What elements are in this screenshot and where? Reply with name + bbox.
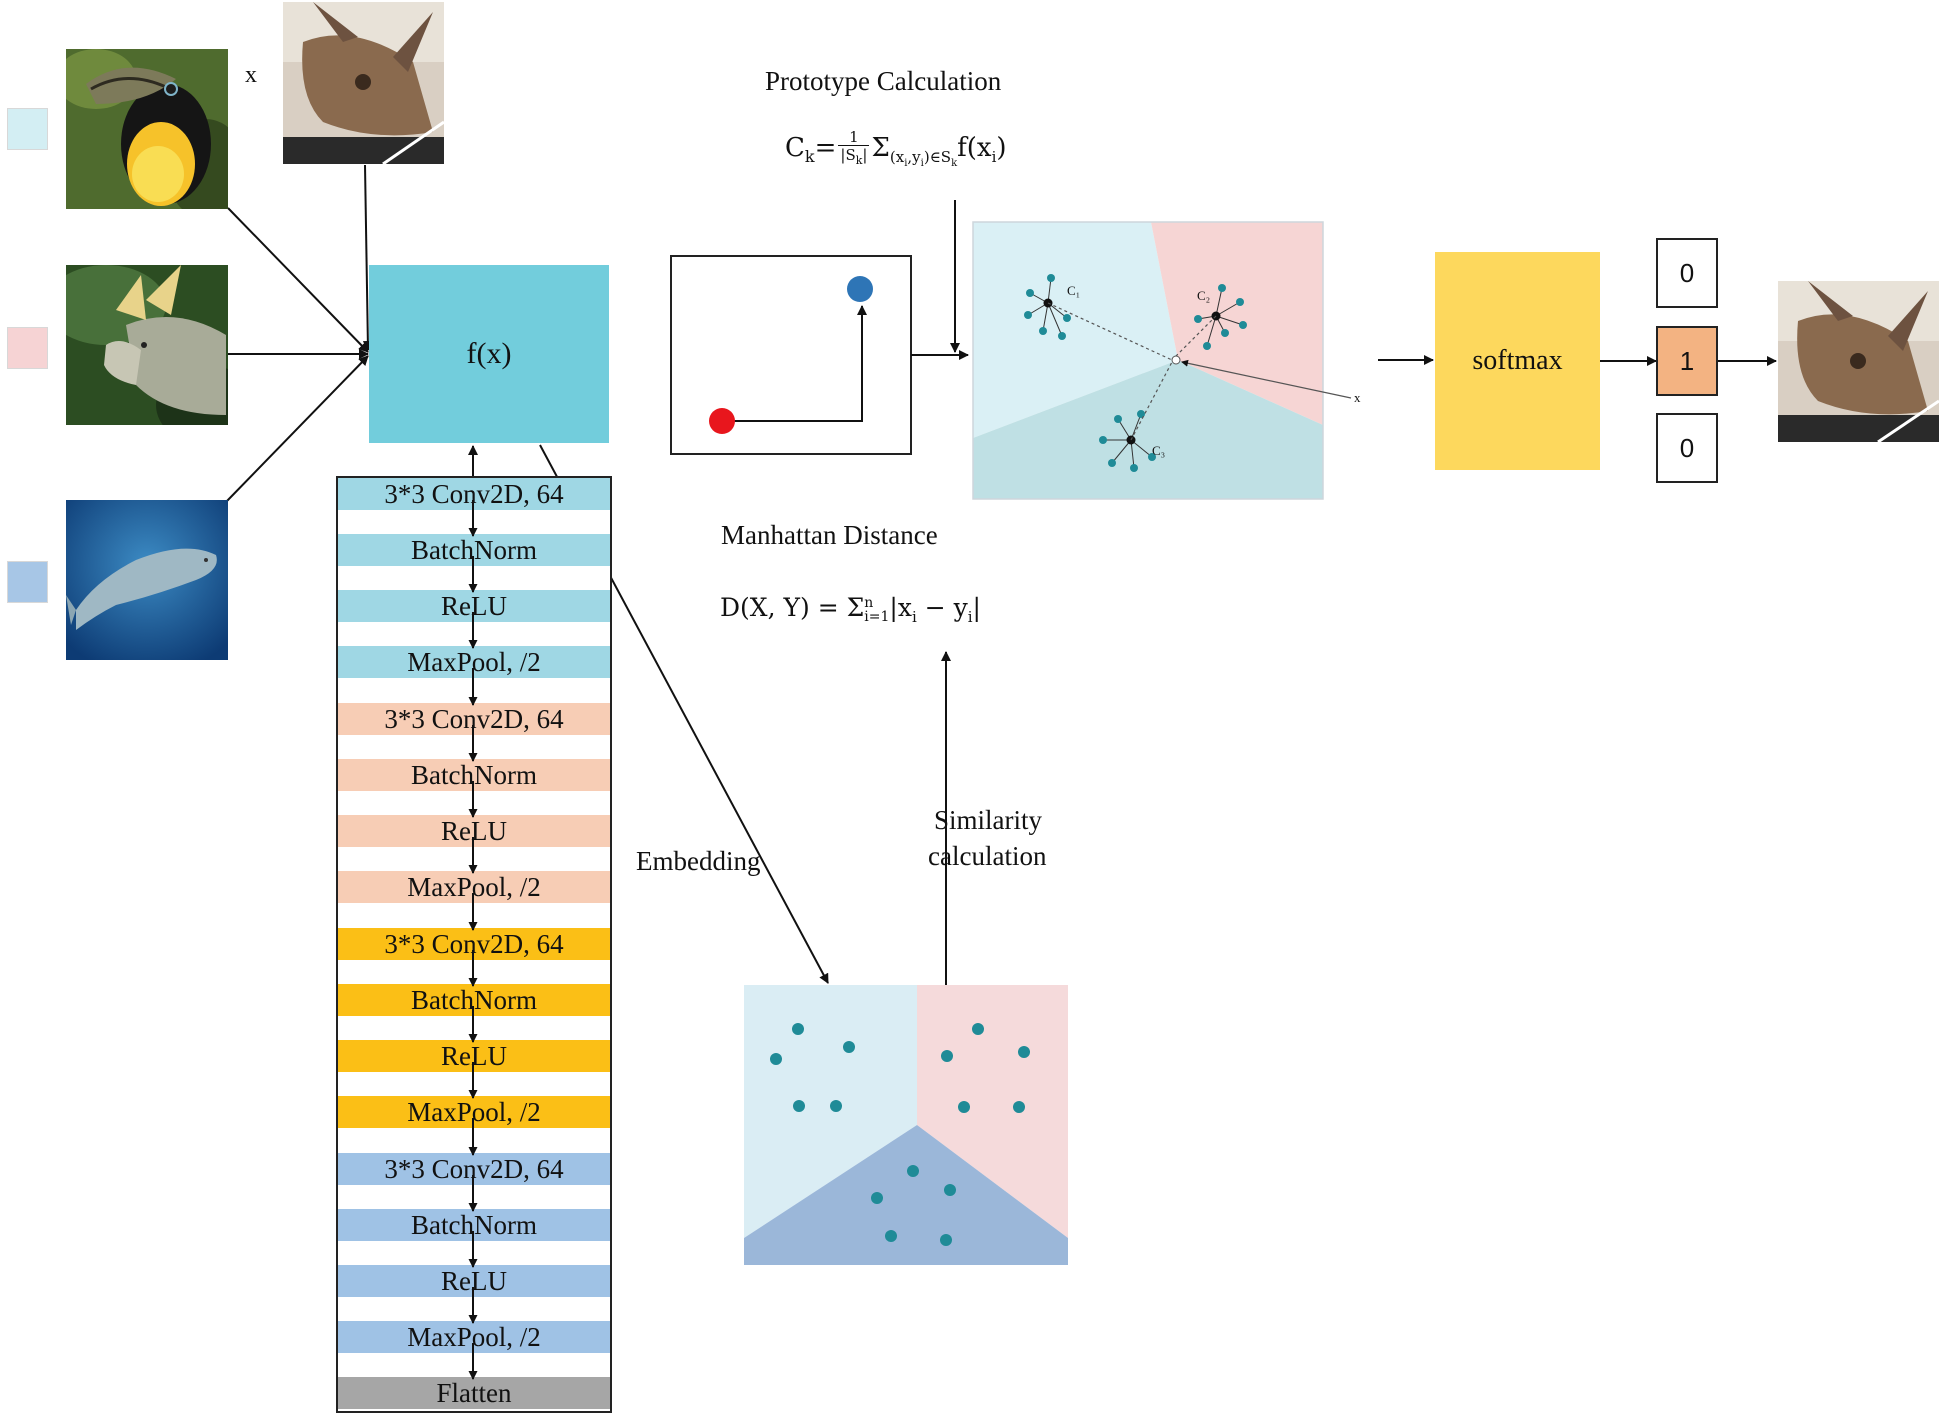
layer-11: ReLU bbox=[338, 1040, 610, 1072]
arrow-query-to-fx bbox=[362, 164, 373, 351]
cluster-3-point-5 bbox=[1130, 464, 1138, 472]
cluster-2-point-6 bbox=[1194, 315, 1202, 323]
layer-2: BatchNorm bbox=[338, 534, 610, 566]
embedding-point-10 bbox=[1013, 1101, 1025, 1113]
prototype-title: Prototype Calculation bbox=[765, 66, 1002, 96]
cluster-3-spoke-2 bbox=[1130, 413, 1142, 441]
layer-12: MaxPool, /2 bbox=[338, 1096, 610, 1128]
embedding-dots bbox=[770, 1023, 1030, 1246]
output-cell-1: 0 bbox=[1656, 238, 1718, 308]
manhattan-title: Manhattan Distance bbox=[721, 520, 938, 550]
cluster-3-point-6 bbox=[1148, 453, 1156, 461]
centroid-label-3: C₃ bbox=[1152, 443, 1166, 458]
embedding-label: Embedding bbox=[636, 846, 761, 876]
embedding-point-2 bbox=[770, 1053, 782, 1065]
embedding-point-12 bbox=[871, 1192, 883, 1204]
cluster-3-point-3 bbox=[1099, 436, 1107, 444]
arrow-support1-to-fx bbox=[227, 207, 369, 353]
cluster-2-point-4 bbox=[1221, 329, 1229, 337]
layer-1: 3*3 Conv2D, 64 bbox=[338, 478, 610, 510]
cluster-2-point-5 bbox=[1203, 342, 1211, 350]
output-image bbox=[1778, 281, 1939, 442]
arrow-support3-to-fx bbox=[225, 355, 369, 503]
centroid-label-2: C₂ bbox=[1197, 288, 1211, 303]
cluster-3-spoke-5 bbox=[1130, 439, 1135, 469]
embedding-point-1 bbox=[792, 1023, 804, 1035]
embedding-point-3 bbox=[843, 1041, 855, 1053]
cluster-1-point-3 bbox=[1024, 311, 1032, 319]
layer-17: Flatten bbox=[338, 1377, 610, 1409]
prototype-clusters bbox=[1024, 274, 1247, 472]
layer-9: 3*3 Conv2D, 64 bbox=[338, 928, 610, 960]
layer-13: 3*3 Conv2D, 64 bbox=[338, 1153, 610, 1185]
output-cell-3: 0 bbox=[1656, 413, 1718, 483]
layer-10: BatchNorm bbox=[338, 984, 610, 1016]
cluster-3-point-1 bbox=[1114, 415, 1122, 423]
triceratops-skull-image bbox=[283, 2, 444, 164]
embedding-point-11 bbox=[907, 1165, 919, 1177]
softmax-label: softmax bbox=[1472, 345, 1563, 376]
layer-4: MaxPool, /2 bbox=[338, 646, 610, 678]
support-swatch-1 bbox=[7, 108, 48, 150]
red-point bbox=[709, 408, 735, 434]
embedding-point-5 bbox=[830, 1100, 842, 1112]
centroid-label-1: C₁ bbox=[1067, 283, 1081, 298]
query-label: x bbox=[245, 62, 257, 88]
layer-6: BatchNorm bbox=[338, 759, 610, 791]
embedding-point-13 bbox=[944, 1184, 956, 1196]
embedding-point-7 bbox=[941, 1050, 953, 1062]
layer-8: MaxPool, /2 bbox=[338, 871, 610, 903]
embedding-point-15 bbox=[940, 1234, 952, 1246]
embedding-space-plot bbox=[744, 985, 1068, 1265]
blue-point bbox=[847, 276, 873, 302]
cluster-3-point-4 bbox=[1108, 459, 1116, 467]
similarity-label-line2: calculation bbox=[928, 841, 1047, 871]
cluster-3-spoke-6 bbox=[1130, 439, 1153, 458]
layer-5: 3*3 Conv2D, 64 bbox=[338, 703, 610, 735]
embedding-point-14 bbox=[885, 1230, 897, 1242]
cluster-1-point-5 bbox=[1058, 332, 1066, 340]
embedding-point-8 bbox=[1018, 1046, 1030, 1058]
embedding-function-label: f(x) bbox=[466, 337, 512, 370]
query-marker-label: x bbox=[1354, 390, 1361, 405]
support-swatch-2 bbox=[7, 327, 48, 369]
layer-7: ReLU bbox=[338, 815, 610, 847]
cluster-1-point-4 bbox=[1039, 327, 1047, 335]
toucan-image bbox=[66, 49, 228, 209]
cluster-2-spoke-2 bbox=[1215, 301, 1241, 317]
embedding-point-4 bbox=[793, 1100, 805, 1112]
cluster-2-spoke-3 bbox=[1215, 315, 1244, 326]
cluster-2-spoke-1 bbox=[1215, 287, 1223, 317]
cluster-2-point-1 bbox=[1218, 284, 1226, 292]
cluster-2-point-3 bbox=[1239, 321, 1247, 329]
cluster-2-point-2 bbox=[1236, 298, 1244, 306]
cluster-1-spoke-5 bbox=[1047, 302, 1063, 337]
query-point bbox=[1171, 355, 1181, 365]
layer-15: ReLU bbox=[338, 1265, 610, 1297]
cluster-3-spoke-4 bbox=[1111, 439, 1132, 464]
triceratops-model-image bbox=[66, 265, 228, 425]
output-cell-2: 1 bbox=[1656, 326, 1718, 396]
embedding-point-9 bbox=[958, 1101, 970, 1113]
cluster-1-point-1 bbox=[1047, 274, 1055, 282]
cluster-1-point-6 bbox=[1063, 314, 1071, 322]
prototype-formula: Ck=1|Sk|Σ(xi,yi)∈Skf(xi) bbox=[785, 128, 1007, 170]
prototype-plot bbox=[972, 221, 1352, 500]
embedding-function-box: f(x) bbox=[369, 265, 609, 443]
layer-14: BatchNorm bbox=[338, 1209, 610, 1241]
cluster-2-spoke-5 bbox=[1206, 315, 1217, 347]
layer-16: MaxPool, /2 bbox=[338, 1321, 610, 1353]
layer-3: ReLU bbox=[338, 590, 610, 622]
similarity-label-line1: Similarity bbox=[934, 805, 1042, 835]
manatee-image bbox=[66, 500, 228, 660]
cluster-1-spoke-4 bbox=[1042, 302, 1049, 332]
cluster-1-point-2 bbox=[1026, 289, 1034, 297]
softmax-box: softmax bbox=[1435, 252, 1600, 470]
embedding-point-6 bbox=[972, 1023, 984, 1035]
distance-schematic bbox=[670, 255, 912, 455]
support-swatch-3 bbox=[7, 561, 48, 603]
